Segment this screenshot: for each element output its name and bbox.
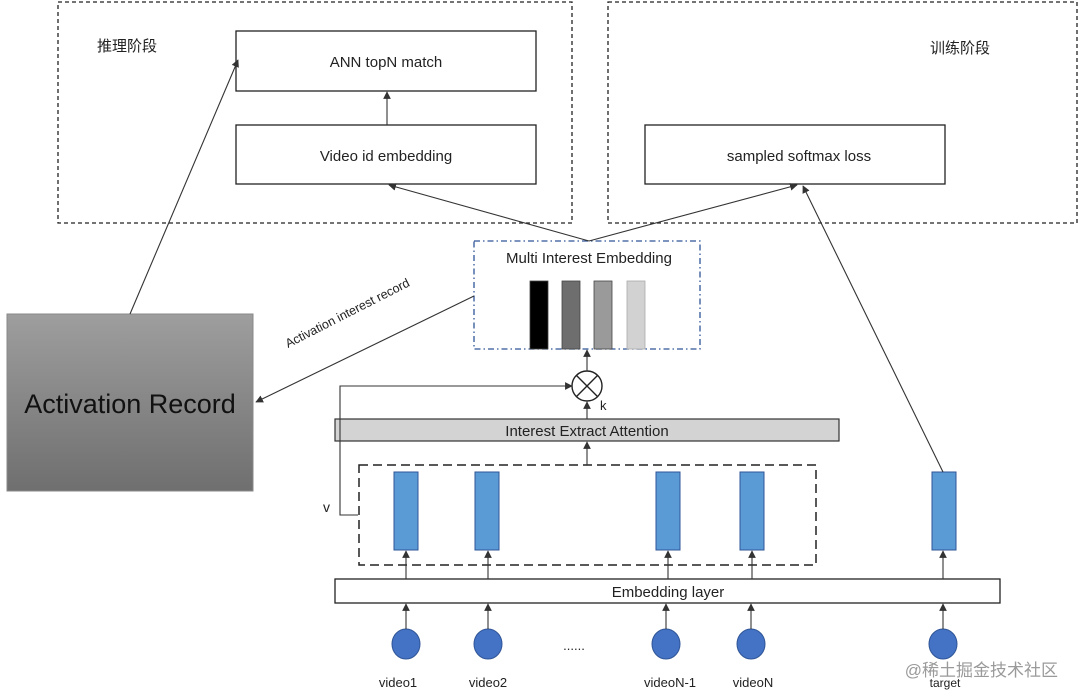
arrow-target-to-softmax [802, 185, 944, 473]
multi-interest-title: Multi Interest Embedding [506, 250, 672, 267]
embedding-layer-label: Embedding layer [612, 584, 725, 601]
input-node-video1 [391, 628, 421, 660]
vector-videoN [739, 471, 765, 551]
arrow-multi-interest-to-softmax [588, 183, 798, 242]
input-node-videoN-1 [651, 628, 681, 660]
vector-video2 [474, 471, 500, 551]
training-region [607, 1, 1078, 224]
activation-edge-label: Activation interest record [283, 276, 412, 351]
multiply-cross-b [575, 374, 599, 398]
interest-bar-4 [626, 280, 646, 350]
watermark: @稀土掘金技术社区 [905, 661, 1058, 680]
v-label: v [323, 499, 330, 515]
vector-video1 [393, 471, 419, 551]
arrow-activation-to-ann [129, 59, 239, 315]
interest-bar-2 [561, 280, 581, 350]
input-label-videoN-1: videoN-1 [644, 675, 696, 690]
k-label: k [600, 398, 607, 413]
vector-videoN-1 [655, 471, 681, 551]
inference-region-label: 推理阶段 [97, 38, 157, 55]
arrow-multi-interest-to-video-embedding [388, 183, 590, 242]
input-ellipsis: ...... [563, 638, 585, 653]
vector-target [931, 471, 957, 551]
input-label-target: target [930, 676, 961, 690]
ann-topn-box [235, 30, 537, 92]
v-connector [339, 382, 573, 516]
video-id-embedding-label: Video id embedding [320, 148, 452, 165]
ann-topn-label: ANN topN match [330, 54, 443, 71]
input-label-videoN: videoN [733, 675, 773, 690]
activation-record-label: Activation Record [24, 389, 236, 419]
inference-region [57, 1, 573, 224]
interest-extract-attention-label: Interest Extract Attention [505, 423, 668, 440]
multi-interest-box [473, 240, 701, 350]
interest-bar-1 [529, 280, 549, 350]
video-id-embedding-box [235, 124, 537, 185]
sampled-softmax-label: sampled softmax loss [727, 148, 871, 165]
interest-bar-3 [593, 280, 613, 350]
input-node-videoN [736, 628, 766, 660]
arrow-multi-interest-to-activation [255, 295, 475, 403]
training-region-label: 训练阶段 [930, 40, 990, 57]
input-node-target [928, 628, 958, 660]
embedding-layer-box [334, 578, 1001, 604]
input-label-video2: video2 [469, 675, 507, 690]
input-node-video2 [473, 628, 503, 660]
activation-record-box [6, 313, 254, 492]
input-label-video1: video1 [379, 675, 417, 690]
